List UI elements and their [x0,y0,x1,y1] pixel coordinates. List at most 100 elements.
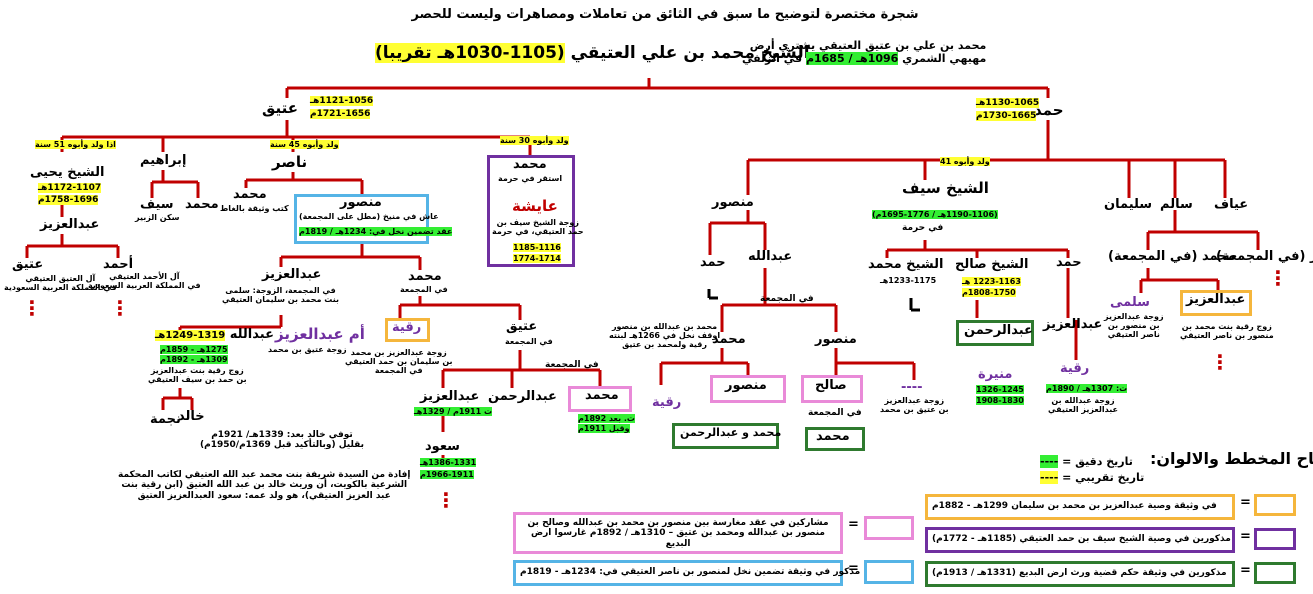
legend-pink-swatch [864,516,914,540]
note-born30: ولد وأبوه 30 سنة [500,136,569,146]
root-note-line2: مهيهي الشمري 1096هـ / 1685م في الزلفي [742,51,987,65]
orange-box-abdulaziz [1180,290,1252,316]
green-box-abdulrahman-s [956,320,1034,346]
node-ruqaya-2: رقية [652,395,682,410]
purple-box-muhammad [487,155,575,267]
continuation-dots-2: ⋮ [110,296,130,320]
node-saleh-b: صالح [815,378,847,393]
hamad-date-h: 1130-1065هـ [976,98,1040,109]
legend-pink-text: مشاركين في عقد مغارسة بين منصور بن محمد … [527,518,829,549]
node-abdulrahman-a: عبدالرحمن [488,389,557,404]
node-dashes-wife: ---- [901,380,923,395]
node-hamad: حمد [1034,101,1064,119]
page-title: شجرة مختصرة لتوضيح ما سبق في الثائق من ت… [411,7,919,22]
hamad-date-g: 1730-1665م [976,111,1037,122]
atiq-date-g: 1721-1656م [310,109,371,120]
atiq-m-note: في المجمعة [505,337,553,346]
node-muh-abdulrahman: محمد و عبدالرحمن [680,426,782,439]
legend-green-text: مذكورين في وثيقة حكم قضية ورث ارض البديع… [932,568,1227,578]
node-mansour-abd: منصور [815,332,857,347]
legend-title: مفتاح المخطط والالوان: [1150,449,1313,468]
legend-green-swatch [1254,562,1296,584]
legend-green-eq: = [1240,563,1251,578]
fi-majmaa-label: في المجمعة [545,360,599,370]
abdullah-date-2: 1309هـ - 1892م [160,355,228,365]
note-born45: ولد وأبوه 45 سنة [270,140,339,150]
orange-box-ruqaya [385,318,430,342]
node-sh-saleh: الشيخ صالح [955,257,1029,272]
node-mansour-n: منصور [340,195,382,210]
node-abdullah: عبدالله 1319-1249هـ [155,327,274,342]
node-sulaiman: سليمان [1104,197,1153,212]
legend-blue-box [513,560,843,586]
node-najma: نجمة [150,412,181,427]
node-aisha: عايشة [512,197,558,215]
node-saif-h: الشيخ سيف [902,179,989,197]
um-abdulaziz-note: زوجة عتيق بن محمد [268,345,347,354]
sh-saleh-date-g: 1808-1750م [962,288,1016,298]
node-hamad-s: حمد [1056,255,1082,270]
node-salma: سلمى [1110,295,1150,310]
legend-exact: ---- = تاريخ دقيق [1040,455,1133,468]
node-saif-ibr: سيف [140,197,174,212]
munira-date-h: 1326-1245 [976,385,1024,395]
node-abdullah-m: عبدالله [748,249,793,264]
node-muh-m: محمد [408,269,442,284]
node-muh-sul: محمد (في المجمعة) [1108,249,1236,264]
abdullah-date-1: 1275هـ - 1859م [160,345,228,355]
mansour-n-date: عقد تضمين نخل في: 1234هـ / 1819م [299,227,453,237]
legend-orange-box [925,494,1235,520]
blue-box-mansour [294,194,429,244]
node-atiq: عتيق [262,99,299,117]
source-note: إفادة من السيدة شريفة بنت محمد عبد الله … [118,470,411,501]
saud-date-g: 1966-1911م [420,470,474,480]
aisha-date-h: 1185-1116 [513,243,561,253]
muh-haramah-note: استقر في حرمة [498,174,563,183]
node-saud: سعود [425,439,460,454]
node-ayaf: عياف [1214,197,1249,212]
root-note-line1: محمد بن علي بن عتيق العتيقي يشتري أرض [749,39,987,52]
continuation-dots-5: ⋮ [1210,350,1230,374]
node-abdulaziz-ms: عبدالعزيز [1186,292,1246,307]
yahya-date-g: 1758-1696م [38,195,99,206]
legend-pink-eq: = [848,517,859,532]
continuation-dots-4: ⋮ [1268,266,1288,290]
node-muh-abd: محمد [712,332,746,347]
node-salem: سالم [1160,197,1193,212]
legend-approx: ---- = تاريخ تقريبي [1040,471,1145,484]
node-um-abdulaziz: أم عبدالعزيز [275,325,365,343]
legend-blue-swatch [864,560,914,584]
legend-orange-eq: = [1240,495,1251,510]
node-nasser: ناصر [272,153,308,171]
legend-green-box [925,561,1235,587]
legend-orange-swatch [1254,494,1296,516]
node-muh-haramah: محمد [513,157,547,172]
node-sh-muh: الشيخ محمد [868,257,944,272]
munira-date-g: 1908-1830 [976,396,1024,406]
legend-blue-eq: = [848,561,859,576]
root-years: (1105-1030هـ تقريبا) [375,43,565,63]
node-atiq-y: عتيق [12,257,44,272]
root-note-date: 1096هـ / 1685م [805,51,899,65]
ruqaya-3-date: ت: 1307هـ / 1890م [1046,384,1128,394]
saleh-b-note: في المجمعة [808,408,862,418]
node-muh-s: محمد [816,429,850,444]
pink-box-mansour [710,375,786,403]
node-abdulaziz-m: عبدالعزيز [262,267,322,282]
continuation-dots-1: ⋮ [22,296,42,320]
pink-box-muhammad [568,386,632,412]
root-name: الشيخ محمد بن علي العتيقي [570,43,810,63]
mansour-n-note: عاش في منيخ (مطل على المجمعة) [299,212,439,221]
atiq-date-h: 1121-1056هـ [310,96,374,107]
saud-date-h: 1386-1331هـ [420,458,477,468]
abdullah-date: 1319-1249هـ [155,330,226,341]
